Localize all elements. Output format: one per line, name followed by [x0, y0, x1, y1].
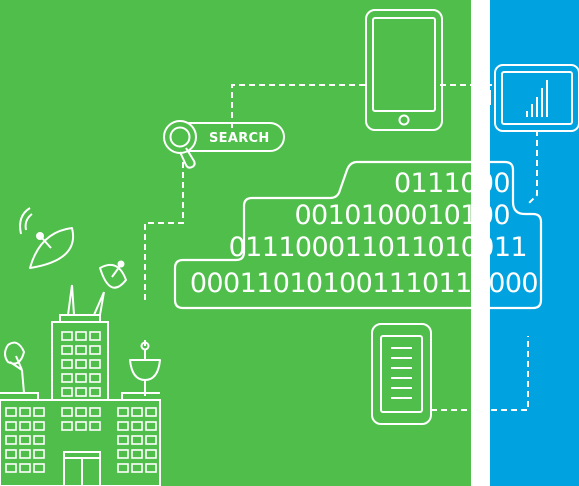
- binary-text: 0111000 0010100010100 011100011011010011…: [190, 168, 539, 299]
- signal-chart-icon: [489, 64, 579, 132]
- binary-line-4: 000110101001110111000: [190, 268, 538, 299]
- white-gap: [471, 0, 490, 486]
- search-label: SEARCH: [209, 131, 270, 146]
- binary-line-1: 0111000: [394, 168, 510, 199]
- satellite-dish-icon: [4, 207, 161, 394]
- connector-search-to-tablet: [231, 84, 366, 128]
- connector-chart-to-cloud: [526, 130, 538, 206]
- blue-panel: [490, 0, 579, 486]
- phone-icon: [371, 323, 432, 425]
- binary-line-2: 0010100010100: [294, 200, 510, 231]
- binary-line-3: 011100011011010011: [229, 232, 527, 263]
- connector-phone-to-blue: [431, 336, 529, 411]
- data-cloud: [173, 160, 543, 310]
- building-icon: [0, 284, 161, 486]
- connector-building-to-search: [144, 158, 184, 300]
- search-icon: [163, 120, 197, 169]
- tablet-icon: [365, 9, 443, 131]
- search-element: SEARCH: [163, 120, 285, 169]
